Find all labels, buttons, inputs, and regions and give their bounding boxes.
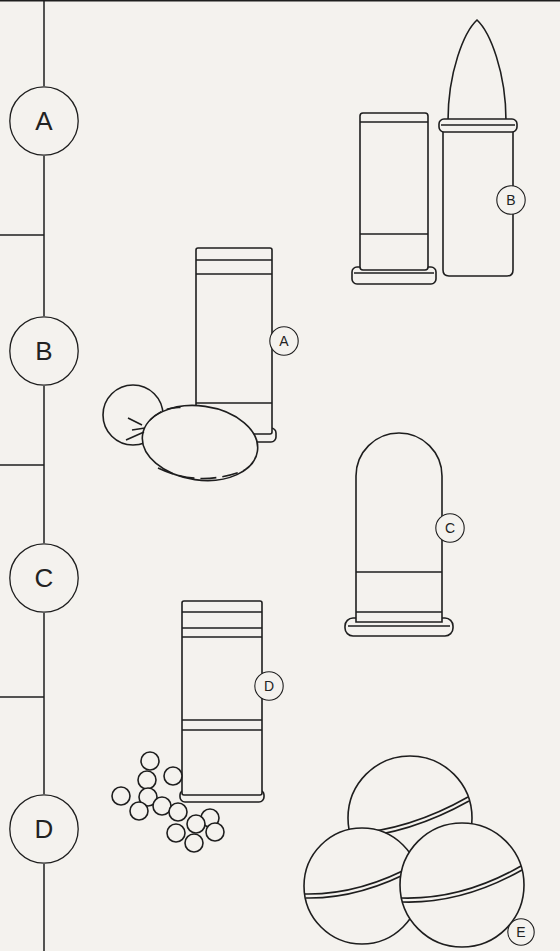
pellet [169,803,187,821]
circle-outline [508,919,534,945]
pellet [185,834,203,852]
shotgun-shell [352,113,436,284]
node-body: A [9,86,79,156]
rim-line [348,625,450,627]
sphere-seam [401,866,521,898]
shell-band [182,729,262,731]
balloon-highlight [158,468,245,479]
shell-top-line [360,121,428,123]
shell-band [182,636,262,638]
callout-letter: E [516,925,525,939]
slug-cartridge [439,20,517,276]
node-body: C [435,513,465,543]
sphere-rounds [304,756,524,947]
circle-outline [255,672,283,700]
pellet [138,771,156,789]
callout-circle: E [507,918,535,946]
sphere-seam [305,864,416,894]
node-body: D [9,794,79,864]
circle-outline [270,327,298,355]
shell-band [360,233,428,235]
callout-circle: B [496,185,526,215]
rim-line [354,272,434,274]
callout-letter: B [506,193,515,207]
cartridge-rim [439,119,517,132]
balloon-highlight [150,408,185,421]
node-body: B [9,316,79,386]
pellet [206,823,224,841]
node-body: C [9,543,79,613]
top-border [0,0,560,2]
section-tick [0,464,44,466]
node-body: E [507,918,535,946]
section-letter: D [35,816,54,842]
pellet [130,802,148,820]
balloon-knot [126,418,145,440]
sphere-seam [402,870,522,902]
axis-line [43,0,45,86]
pellet-shell [112,601,264,852]
callout-circle: C [435,513,465,543]
callout-letter: A [279,334,288,348]
section-letter: A [35,108,52,134]
pellet [187,815,205,833]
section-marker: C [9,543,79,613]
shell-top-line [196,259,272,261]
section-marker: D [9,794,79,864]
shell-band [182,627,262,629]
axis-connector [43,386,45,543]
section-tick [0,696,44,698]
node-body: D [254,671,284,701]
shell-band [196,402,272,404]
shell-body [182,601,262,795]
section-marker: B [9,316,79,386]
section-letter: C [35,565,54,591]
sphere [400,823,524,947]
circle-outline [10,87,78,155]
pellet [164,767,182,785]
rim-line [441,124,515,126]
section-letter: B [35,338,52,364]
shell-top-line [182,611,262,613]
pellet [112,787,130,805]
shell-band [182,719,262,721]
section-marker: A [9,86,79,156]
axis-connector [43,156,45,316]
circle-outline [10,317,78,385]
pellet [167,824,185,842]
shell-top-line [196,273,272,275]
axis-connector [43,613,45,794]
circle-outline [10,544,78,612]
round-band [356,571,442,573]
circle-outline [10,795,78,863]
round-band [356,611,442,613]
slug-tip [448,20,506,121]
node-body: A [269,326,299,356]
callout-letter: D [264,679,274,693]
node-body: B [496,185,526,215]
section-tick [0,234,44,236]
shell-body [360,113,428,270]
balloon-shell [103,248,276,488]
callout-circle: A [269,326,299,356]
axis-line [43,864,45,951]
circle-outline [436,514,464,542]
pellet [141,752,159,770]
large-balloon [137,398,262,487]
callout-letter: C [445,521,455,535]
circle-outline [497,186,525,214]
callout-circle: D [254,671,284,701]
round-body [356,433,442,622]
